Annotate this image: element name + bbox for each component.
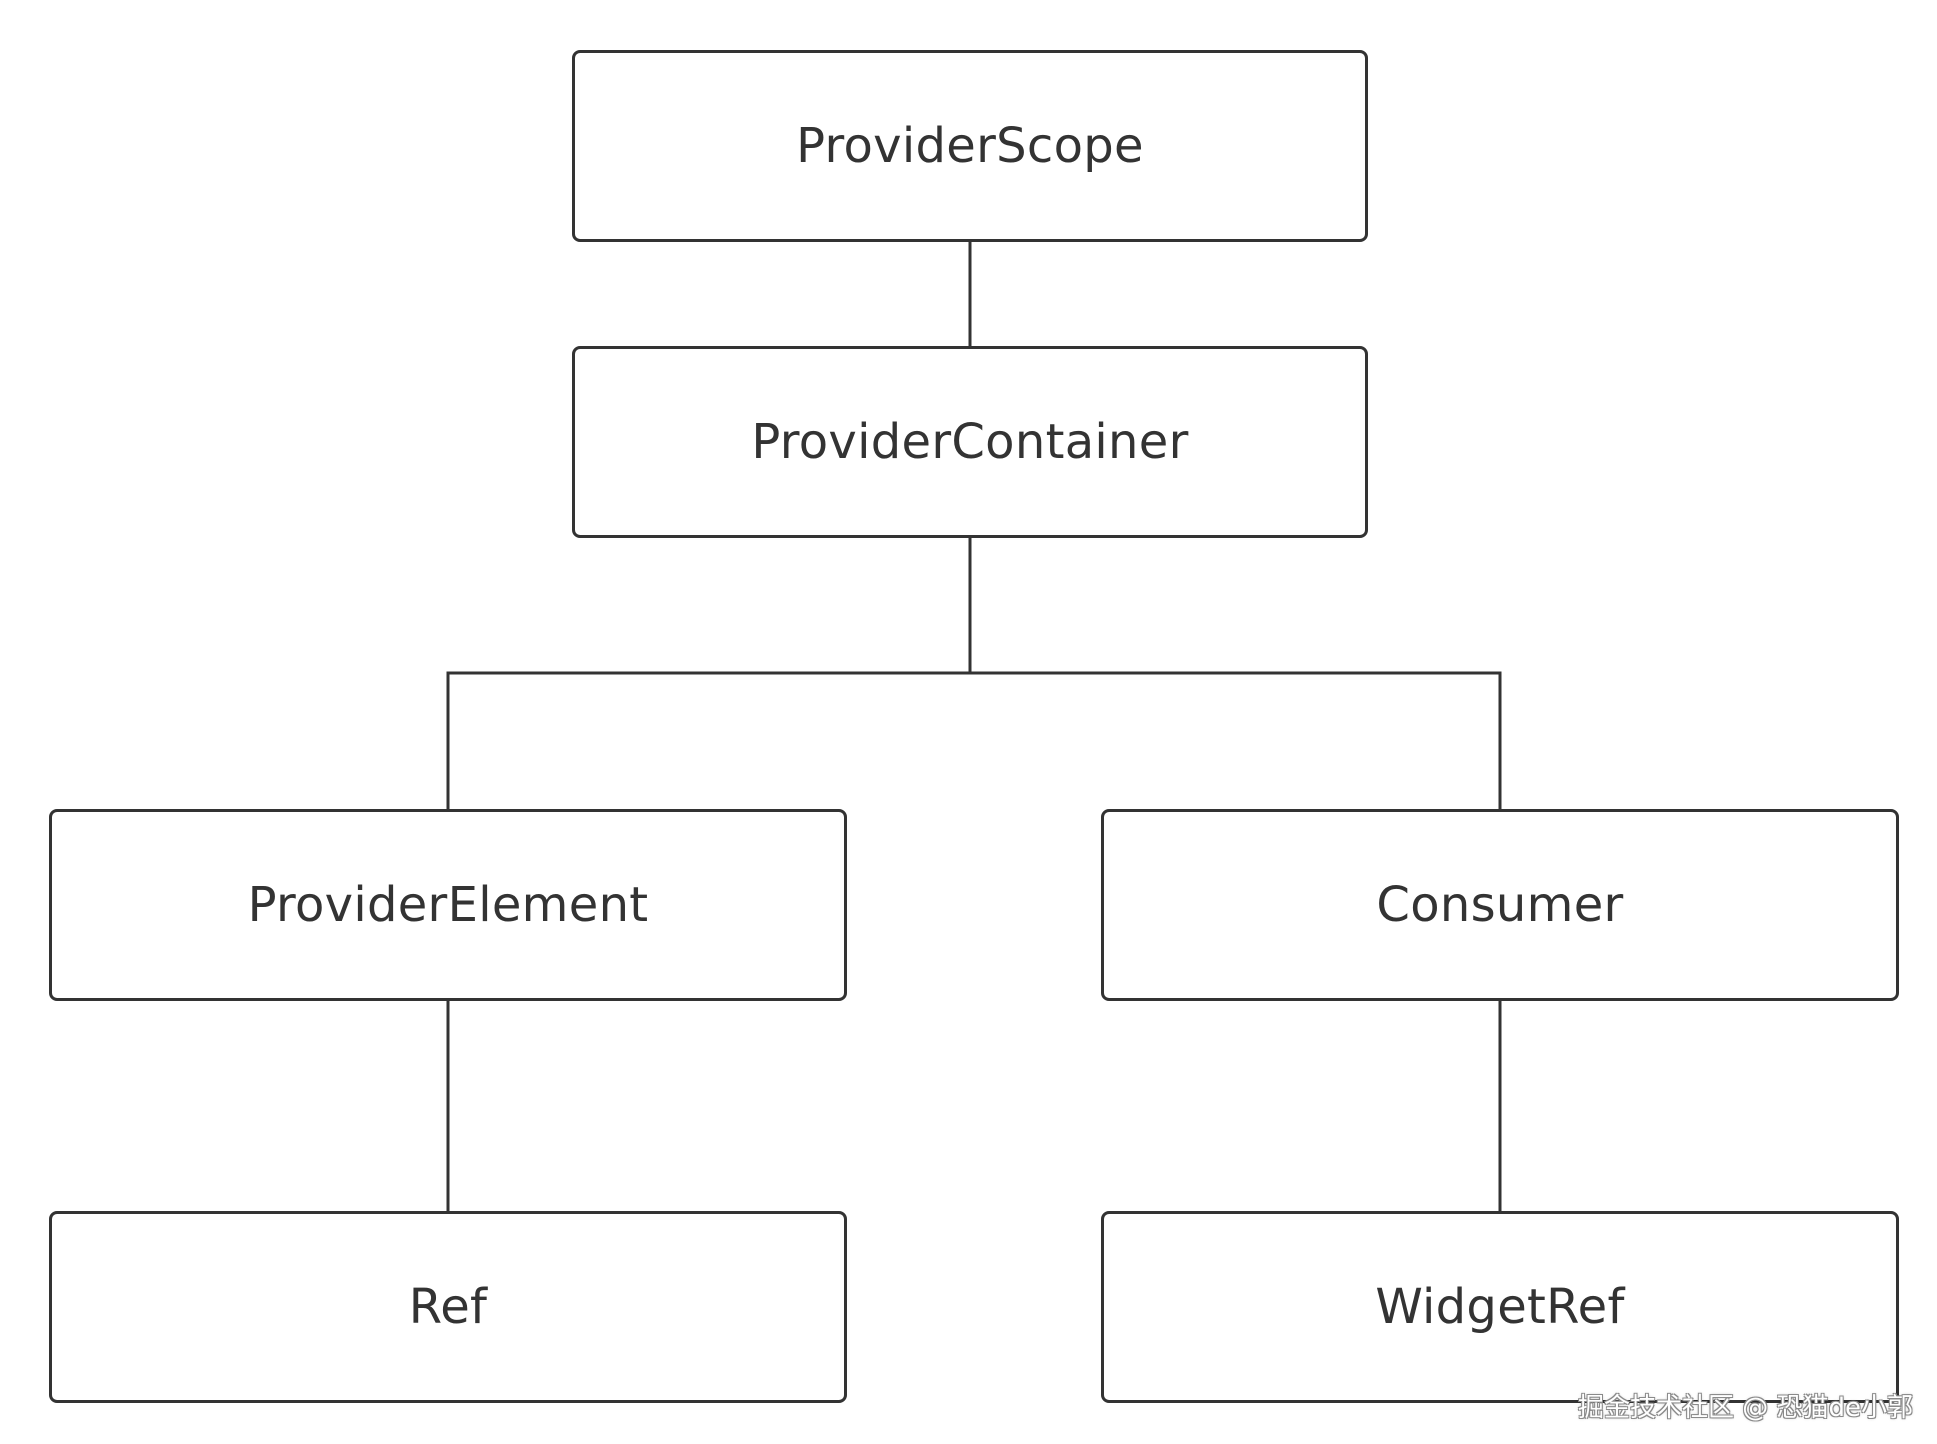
node-label: ProviderElement	[247, 877, 649, 933]
node-ref: Ref	[49, 1211, 847, 1403]
node-label: ProviderContainer	[751, 414, 1189, 470]
node-provider-scope: ProviderScope	[572, 50, 1368, 242]
node-label: WidgetRef	[1375, 1279, 1625, 1335]
node-provider-element: ProviderElement	[49, 809, 847, 1001]
node-label: ProviderScope	[796, 118, 1144, 174]
node-provider-container: ProviderContainer	[572, 346, 1368, 538]
node-widget-ref: WidgetRef	[1101, 1211, 1899, 1403]
node-label: Ref	[408, 1279, 488, 1335]
node-label: Consumer	[1376, 877, 1624, 933]
node-consumer: Consumer	[1101, 809, 1899, 1001]
watermark-text: 掘金技术社区 @ 恐猫de小郭	[1577, 1393, 1913, 1423]
